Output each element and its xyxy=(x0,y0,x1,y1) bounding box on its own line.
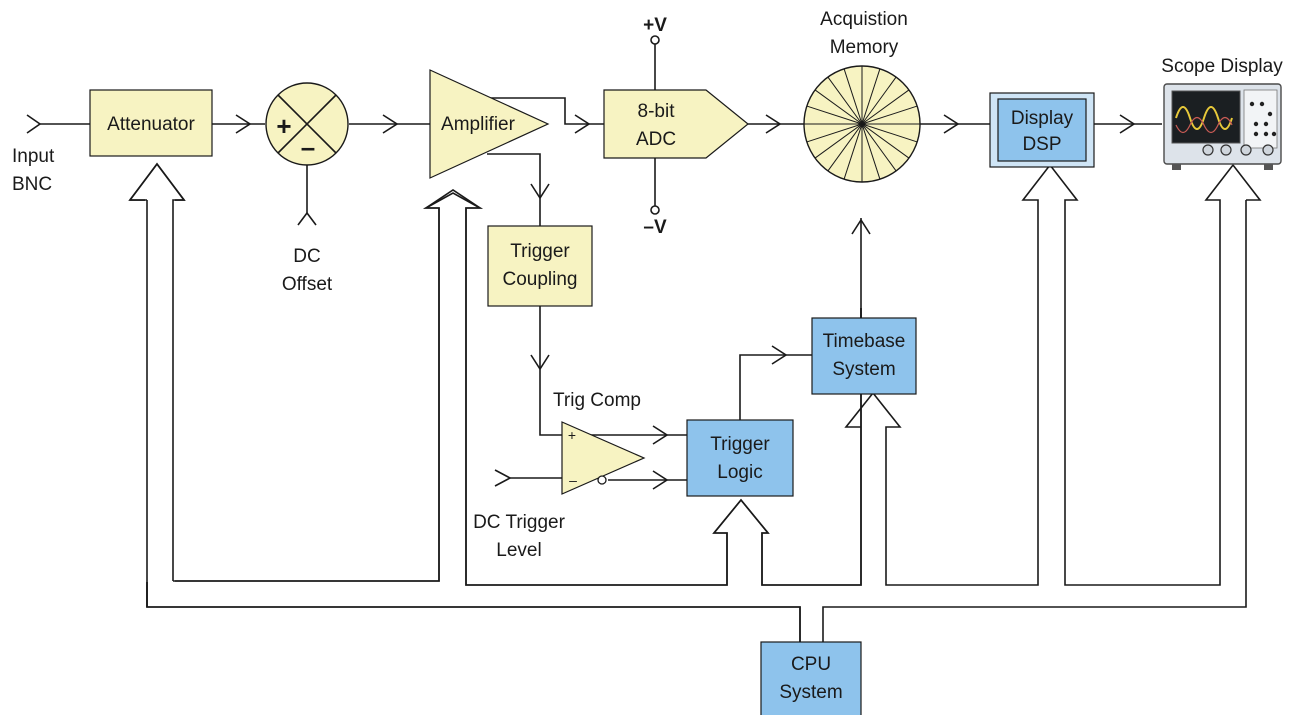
amplifier-label: Amplifier xyxy=(441,114,516,135)
segmented-memory-circle-icon xyxy=(804,66,920,182)
adc-block: 8-bit ADC xyxy=(603,89,749,159)
memory-segment-line xyxy=(806,105,863,125)
trigger-logic-label-line1: Trigger xyxy=(710,434,770,455)
input-label-line2: BNC xyxy=(12,174,52,195)
attenuator-block: Attenuator xyxy=(89,89,213,157)
memory-segment-line xyxy=(861,123,918,143)
memory-segment-line xyxy=(861,68,881,125)
display-dsp-label-line2: DSP xyxy=(1022,134,1061,155)
dc-offset-summer: + – xyxy=(265,82,349,166)
acq-memory-label-line2: Memory xyxy=(830,37,899,58)
trigger-coupling-block: Trigger Coupling xyxy=(487,225,593,307)
adc-label-line1: 8-bit xyxy=(638,101,676,122)
timebase-label-line2: System xyxy=(832,359,895,380)
memory-segment-line xyxy=(843,68,863,125)
display-dsp-block: Display DSP xyxy=(989,92,1095,168)
trig-comp-label: Trig Comp xyxy=(553,390,641,411)
display-dsp-label-line1: Display xyxy=(1011,108,1074,129)
memory-segment-line xyxy=(861,76,897,125)
timebase-block: Timebase System xyxy=(811,317,917,395)
dc-trigger-label-line1: DC Trigger xyxy=(473,512,566,533)
input-label-line1: Input xyxy=(12,146,55,167)
acq-memory-label-line1: Acquistion xyxy=(820,9,908,30)
trigger-logic-label-line2: Logic xyxy=(717,462,762,483)
trigger-coupling-label-line2: Coupling xyxy=(503,269,578,290)
cpu-label-line2: System xyxy=(779,682,842,703)
bus-lines xyxy=(128,162,1262,642)
memory-segment-line xyxy=(827,76,863,125)
adc-label-line2: ADC xyxy=(636,129,676,150)
oscilloscope-icon xyxy=(1163,83,1282,170)
memory-segment-line xyxy=(814,123,863,159)
comparator-plus-sign: + xyxy=(568,427,576,443)
memory-segment-line xyxy=(843,123,863,180)
scope-display-label: Scope Display xyxy=(1161,56,1283,77)
amplifier-block: Amplifier xyxy=(429,69,550,179)
trigger-logic-block: Trigger Logic xyxy=(686,419,794,497)
minus-v-label: –V xyxy=(643,217,667,238)
plus-v-label: +V xyxy=(643,15,667,36)
dc-trigger-label-line2: Level xyxy=(496,540,541,561)
memory-segment-line xyxy=(861,89,910,125)
summer-plus-sign: + xyxy=(276,111,291,141)
memory-segment-line xyxy=(806,123,863,143)
timebase-label-line1: Timebase xyxy=(823,331,906,352)
trigger-comparator: + – xyxy=(561,421,646,495)
memory-segment-line xyxy=(861,105,918,125)
trigger-coupling-label-line1: Trigger xyxy=(510,241,570,262)
comparator-minus-sign: – xyxy=(569,472,577,488)
dc-offset-label-line2: Offset xyxy=(282,274,333,295)
cpu-label-line1: CPU xyxy=(791,654,831,675)
summer-minus-sign: – xyxy=(301,132,315,162)
attenuator-label: Attenuator xyxy=(107,114,195,135)
memory-segment-line xyxy=(814,89,863,125)
memory-segment-line xyxy=(827,123,863,172)
memory-segment-line xyxy=(861,123,910,159)
memory-segment-line xyxy=(861,123,881,180)
memory-segment-line xyxy=(861,123,897,172)
acquisition-memory xyxy=(803,65,921,183)
cpu-block: CPU System xyxy=(760,641,862,715)
dc-offset-label-line1: DC xyxy=(293,246,320,267)
signal-lines xyxy=(26,35,1162,490)
